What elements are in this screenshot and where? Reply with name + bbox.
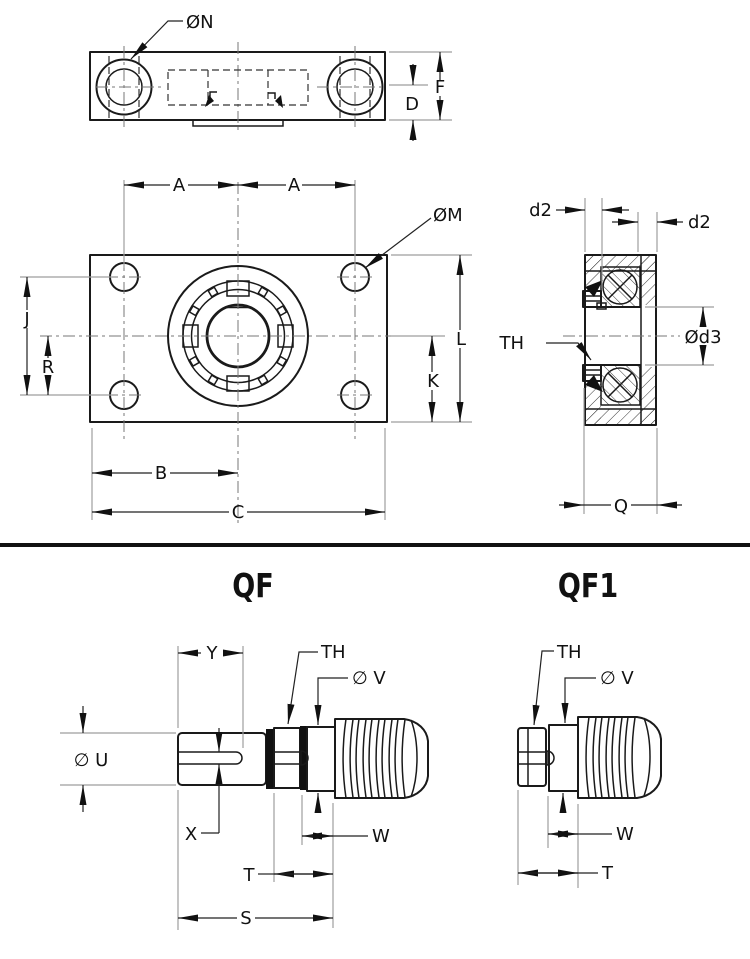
leader-th-side	[546, 341, 592, 361]
dim-label-q: Q	[614, 496, 628, 517]
qf-thread	[334, 718, 429, 799]
dim-label-u: ∅ U	[74, 750, 109, 771]
section-hatching	[585, 255, 656, 425]
dim-d3: Ød3	[645, 306, 722, 366]
qf-groove-band-1	[266, 729, 274, 789]
side-section-view: d2 d2 Ød3 TH Q	[498, 198, 722, 517]
qf-v-shank	[306, 726, 336, 792]
bearing-ball-top	[602, 269, 638, 305]
clamp-arrow-top	[585, 280, 603, 297]
leader-n	[130, 20, 183, 60]
dim-label-th-qf1: TH	[556, 642, 582, 663]
dim-label-n: ØN	[186, 12, 214, 33]
qf1-shaft-drawing: TH ∅ V W T	[517, 642, 662, 888]
dim-t-qf1: T	[517, 790, 614, 885]
dim-v-qf: ∅ V	[314, 668, 386, 813]
dim-f: F	[389, 51, 452, 121]
dim-b: B	[91, 428, 238, 520]
qf-shaft-drawing: ∅ U Y TH ∅ V X	[60, 642, 429, 930]
dim-c: C	[92, 428, 386, 523]
dim-a: A A	[123, 175, 356, 268]
dim-label-w-qf: W	[372, 826, 390, 847]
qf1-th-section	[517, 727, 547, 787]
qf1-title: QF1	[558, 567, 618, 605]
dim-label-k: K	[427, 371, 440, 392]
dim-label-d2-right: d2	[688, 212, 711, 233]
dim-label-y: Y	[206, 643, 219, 664]
dim-t-qf: T	[243, 793, 333, 886]
dim-label-a-right: A	[288, 175, 301, 196]
dim-label-j: J	[23, 309, 29, 330]
clamp-arrow-bottom	[585, 375, 603, 392]
dim-label-f: F	[435, 77, 445, 98]
qf-th-section	[273, 727, 301, 789]
qf-groove-band-2	[300, 726, 307, 790]
dim-w-qf: W	[301, 795, 390, 928]
qf-slot	[178, 751, 243, 765]
dim-s: S	[177, 790, 333, 930]
dim-label-s: S	[240, 908, 251, 929]
leader-th-qf1	[532, 650, 554, 726]
locknut-section	[582, 280, 607, 392]
dim-label-d3: Ød3	[684, 327, 721, 348]
dim-w-qf1: W	[547, 796, 634, 888]
dim-label-th-qf: TH	[320, 642, 346, 663]
dim-label-b: B	[155, 463, 167, 484]
dim-label-v-qf1: ∅ V	[600, 668, 634, 689]
qf-slotted-body	[177, 732, 267, 786]
bearing-ball-bottom	[602, 367, 638, 403]
dim-label-d2-left: d2	[529, 200, 552, 221]
front-view: A A ØM J R L	[20, 175, 472, 524]
dim-v-qf1: ∅ V	[559, 668, 634, 813]
dim-x: X	[185, 728, 223, 845]
top-view-base-tray	[192, 120, 284, 127]
dim-label-d: D	[405, 94, 419, 115]
dim-label-w-qf1: W	[616, 824, 634, 845]
qf1-thread	[577, 716, 662, 799]
dim-label-r: R	[42, 357, 55, 378]
qf1-v-shank	[548, 724, 579, 792]
dim-k: K	[391, 335, 445, 422]
leader-m	[364, 217, 432, 269]
top-view-centerlines	[96, 42, 383, 131]
dim-y: Y	[177, 643, 244, 748]
clamp-direction-marks	[205, 91, 283, 108]
qf-title-group: QF	[232, 567, 273, 605]
dim-label-v-qf: ∅ V	[352, 668, 386, 689]
dim-d2-right: d2	[612, 212, 711, 252]
dim-label-a-left: A	[173, 175, 186, 196]
qf1-title-group: QF1	[558, 567, 618, 605]
dim-label-t-qf: T	[243, 865, 256, 886]
dim-d: D	[389, 64, 428, 141]
dim-label-l: L	[456, 329, 466, 350]
housing-outline	[584, 254, 657, 426]
dim-label-c: C	[232, 502, 245, 523]
dim-u: ∅ U	[60, 706, 176, 812]
dim-r: R	[42, 336, 55, 395]
dim-label-m: ØM	[433, 205, 463, 226]
dim-d2-left: d2	[529, 198, 629, 288]
qf-title: QF	[232, 567, 273, 605]
top-view-hidden-lines	[108, 56, 371, 118]
dim-j: J	[20, 276, 112, 396]
dim-label-t-qf1: T	[601, 863, 614, 884]
top-view: ØN F D	[89, 12, 452, 141]
dim-q: Q	[559, 388, 682, 517]
dim-label-x: X	[185, 824, 197, 845]
leader-th-qf	[287, 651, 318, 725]
dim-label-th-side: TH	[498, 333, 524, 354]
